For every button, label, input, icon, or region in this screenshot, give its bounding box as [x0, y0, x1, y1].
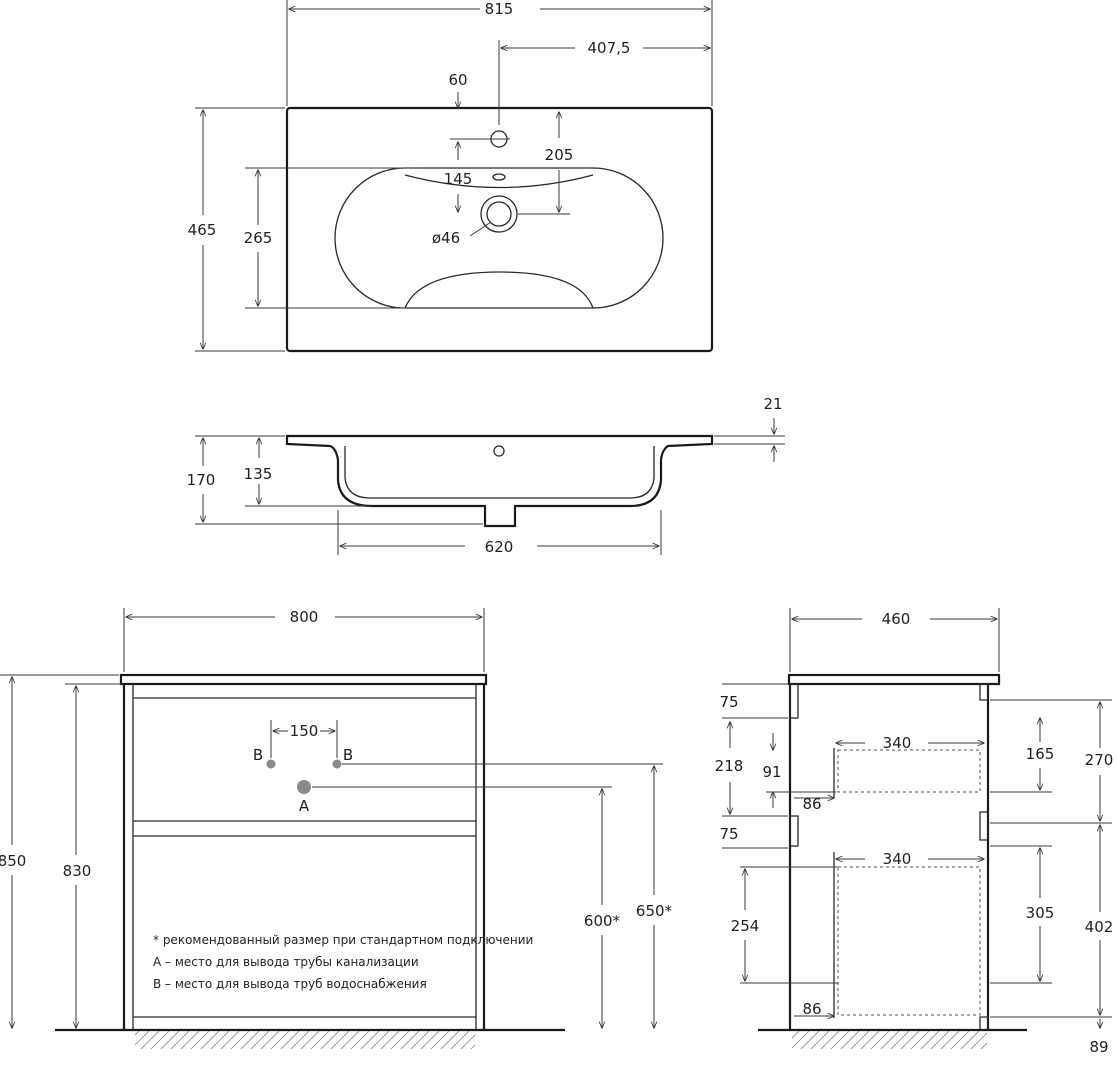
- side-floor-hatch: [792, 1031, 987, 1049]
- upper-drawer: [837, 749, 981, 793]
- sink-bowl: [334, 167, 664, 309]
- dim-lower-drawer-width: 340: [883, 850, 912, 868]
- sink-outline: [285, 106, 714, 353]
- sink-top-view: 815 407,5 60 205 145 ø46 465 265: [188, 0, 714, 353]
- dim-front-total-height: 850: [0, 852, 26, 870]
- sink-section-inner: [344, 446, 655, 499]
- dim-tap-offset: 60: [448, 71, 467, 89]
- dim-upper-drawer-height: 165: [1026, 745, 1055, 763]
- note-recommended: * рекомендованный размер при стандартном…: [153, 933, 533, 947]
- dim-upper-zone: 218: [715, 757, 744, 775]
- dim-plinth: 89: [1089, 1038, 1108, 1056]
- dim-lower-zone: 254: [731, 917, 760, 935]
- dim-overflow-offset: 145: [444, 170, 473, 188]
- supply-hole-left: [266, 759, 276, 769]
- note-supply: В – место для вывода труб водоснабжения: [153, 977, 427, 991]
- top-rail-profile: [789, 683, 799, 719]
- leader-line: [469, 221, 492, 237]
- marker-drain: A: [299, 797, 310, 815]
- lower-drawer: [837, 866, 981, 1016]
- dim-top-rail: 75: [719, 693, 738, 711]
- dim-overall-depth: 465: [188, 221, 217, 239]
- dim-overall-width: 815: [485, 0, 514, 18]
- dim-upper-section: 270: [1085, 751, 1114, 769]
- dim-side-bowl-height: 135: [244, 465, 273, 483]
- floor-hatch: [135, 1031, 475, 1049]
- dim-upper-inner: 91: [762, 763, 781, 781]
- mid-rail-profile: [789, 815, 799, 847]
- dim-side-bowl-width: 620: [485, 538, 514, 556]
- sink-side-view: 21 170 135 620: [187, 395, 785, 556]
- overflow-hole-section: [493, 445, 505, 457]
- dim-front-body-height: 830: [63, 862, 92, 880]
- dim-side-total-height: 170: [187, 471, 216, 489]
- bowl-lower-curve: [404, 271, 594, 309]
- dim-bowl-depth: 265: [244, 229, 273, 247]
- dim-lower-section: 402: [1085, 918, 1114, 936]
- dim-mid-rail: 75: [719, 825, 738, 843]
- front-plinth-profile: [979, 1016, 989, 1031]
- vanity-front-view: B B A 150 800 850 830 600* 650*: [0, 608, 673, 1049]
- dim-lower-drawer-height: 305: [1026, 904, 1055, 922]
- supply-hole-right: [332, 759, 342, 769]
- dim-upper-drawer-width: 340: [883, 734, 912, 752]
- dim-drain-diameter: ø46: [432, 229, 460, 247]
- dim-upper-drawer-offset: 86: [802, 795, 821, 813]
- marker-supply-left: B: [253, 746, 263, 764]
- drain-hole-outer: [480, 195, 518, 233]
- dim-hole-spacing: 150: [290, 722, 319, 740]
- dim-drain-height: 600*: [584, 912, 621, 930]
- dim-flange: 21: [763, 395, 782, 413]
- note-drain: А – место для вывода трубы канализации: [153, 955, 419, 969]
- dim-supply-height: 650*: [636, 902, 673, 920]
- overflow-hole: [492, 173, 506, 181]
- side-countertop: [787, 673, 1001, 686]
- front-top-profile: [979, 683, 989, 701]
- countertop: [119, 673, 488, 686]
- drain-hole: [297, 780, 311, 794]
- dim-front-width: 800: [290, 608, 319, 626]
- dim-lower-drawer-offset: 86: [802, 1000, 821, 1018]
- drain-hole-inner: [486, 201, 512, 227]
- vanity-side-view: 460 75 218 75 91 86 254 86 340 340: [715, 608, 1114, 1056]
- front-mid-profile: [979, 811, 989, 841]
- bowl-upper-curve: [404, 174, 594, 189]
- dim-side-depth: 460: [882, 610, 911, 628]
- sink-section-outline: [285, 434, 714, 528]
- dim-half-width: 407,5: [588, 39, 631, 57]
- marker-supply-right: B: [343, 746, 353, 764]
- dim-drain-offset: 205: [545, 146, 574, 164]
